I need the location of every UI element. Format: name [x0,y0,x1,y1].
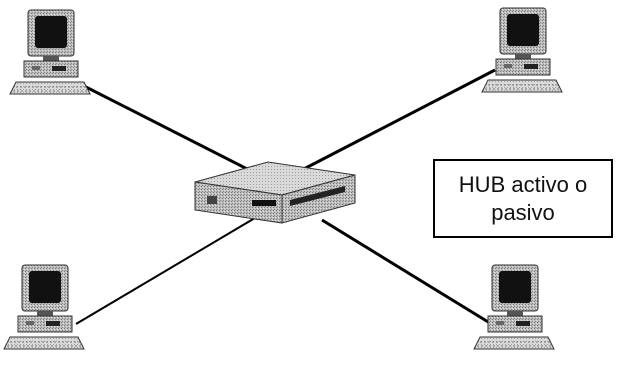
connections [75,68,499,330]
computer-bottom-right [473,264,555,350]
hub-label: HUB activo o pasivo [458,171,588,225]
hub-label-box: HUB activo o pasivo [433,159,613,238]
hub-device [194,161,356,224]
computer-top-right [481,7,563,93]
connection-hub-top-left [81,83,266,180]
connection-hub-top-right [297,68,496,174]
computer-top-left [9,9,91,95]
computer-bottom-left [3,264,85,350]
connection-hub-bottom-right [321,218,499,330]
connection-hub-bottom-left [75,214,261,325]
